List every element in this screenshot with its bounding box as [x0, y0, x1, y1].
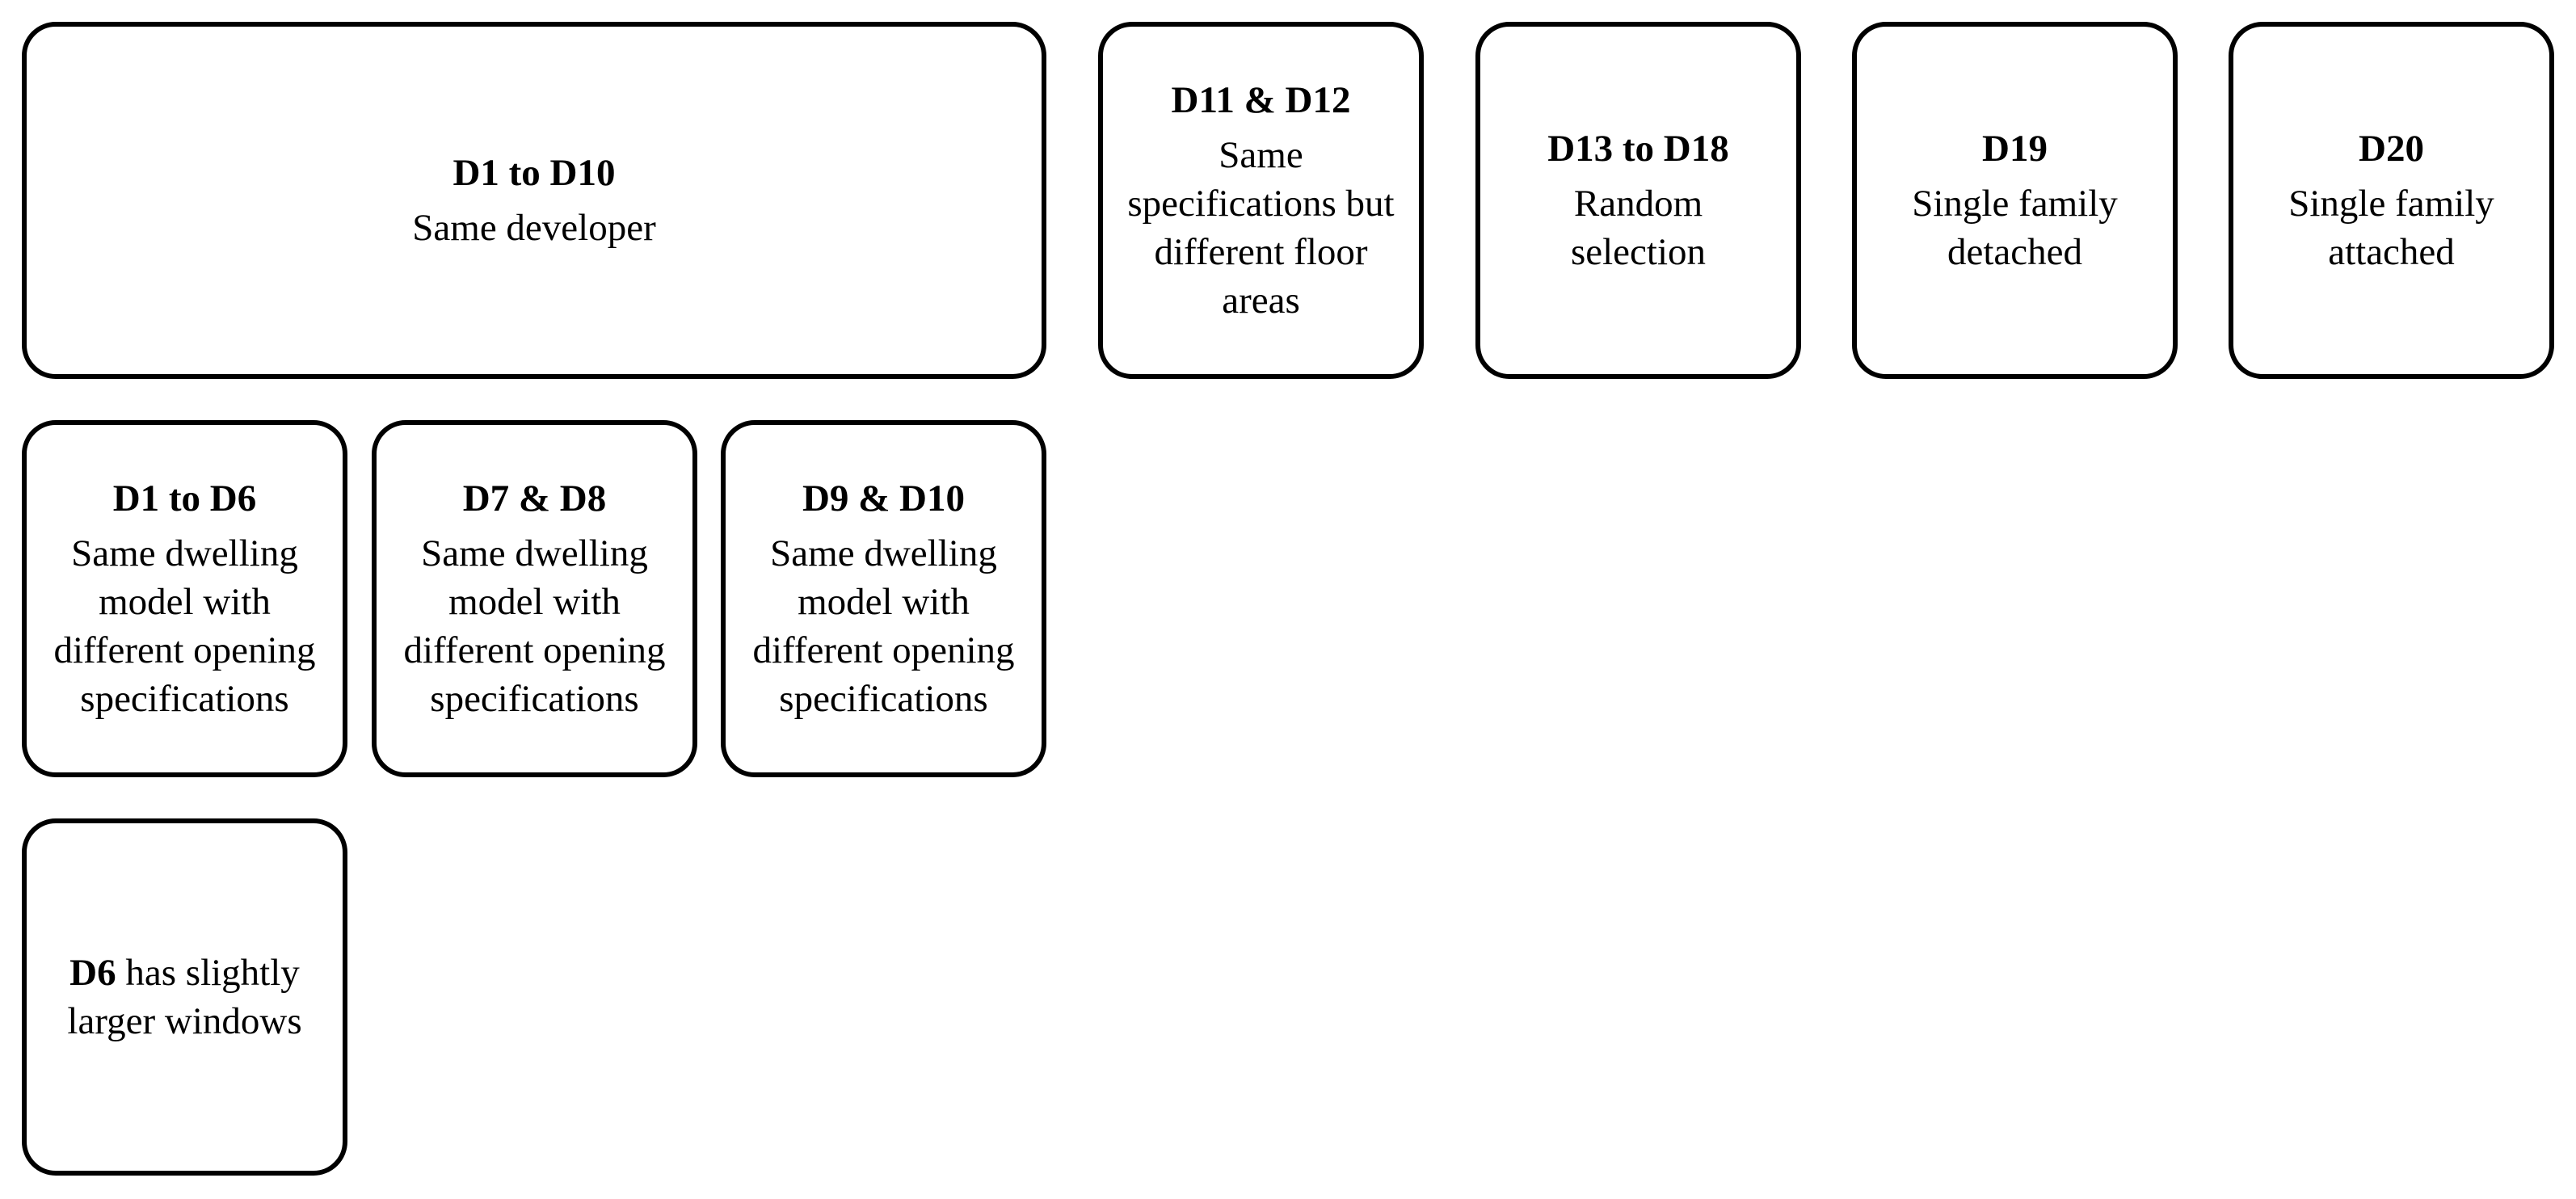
group-title: D19	[1982, 128, 2048, 170]
group-box-d20: D20 Single family attached	[2229, 22, 2554, 379]
group-box-d1-to-d6: D1 to D6 Same dwelling model with differ…	[22, 420, 347, 777]
group-box-d11-d12: D11 & D12 Same specifications but differ…	[1098, 22, 1424, 379]
group-description: Same dwelling model with different openi…	[403, 532, 666, 720]
group-box-d9-d10: D9 & D10 Same dwelling model with differ…	[721, 420, 1046, 777]
group-box-d13-to-d18: D13 to D18 Random selection	[1475, 22, 1801, 379]
group-description: Same dwelling model with different openi…	[53, 532, 316, 720]
group-title: D1 to D6	[112, 477, 257, 520]
note-body: has slightly larger windows	[67, 952, 302, 1042]
note-text: D6 has slightly larger windows	[38, 949, 331, 1045]
group-title: D1 to D10	[452, 152, 616, 194]
group-title: D13 to D18	[1547, 128, 1729, 170]
group-title: D9 & D10	[802, 477, 966, 520]
note-bold-label: D6	[69, 952, 116, 994]
group-box-d19: D19 Single family detached	[1852, 22, 2178, 379]
group-description: Same dwelling model with different openi…	[752, 532, 1015, 720]
group-title: D11 & D12	[1171, 79, 1351, 121]
group-title: D7 & D8	[462, 477, 607, 520]
group-title: D20	[2359, 128, 2424, 170]
group-description: Same specifications but different floor …	[1127, 134, 1395, 322]
note-box-d6: D6 has slightly larger windows	[22, 818, 347, 1176]
group-description: Random selection	[1570, 183, 1707, 273]
group-box-d7-d8: D7 & D8 Same dwelling model with differe…	[372, 420, 697, 777]
group-description: Same developer	[412, 207, 656, 249]
group-box-d1-to-d10: D1 to D10 Same developer	[22, 22, 1046, 379]
group-description: Single family attached	[2288, 183, 2494, 273]
group-description: Single family detached	[1912, 183, 2118, 273]
